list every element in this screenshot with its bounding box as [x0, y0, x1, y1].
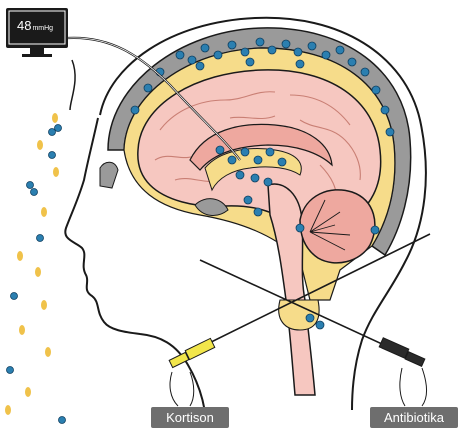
falling-particles: [5, 113, 66, 424]
pressure-readout: 48mmHg: [17, 18, 63, 33]
cerebellum: [300, 190, 375, 263]
monitor-cable: [70, 60, 75, 110]
pressure-unit: mmHg: [32, 25, 53, 32]
kortison-connector: [170, 372, 194, 406]
antibiotika-connector: [400, 368, 427, 406]
kortison-label: Kortison: [151, 407, 229, 428]
sinus: [100, 162, 118, 188]
antibiotika-label: Antibiotika: [370, 407, 458, 428]
pressure-value: 48: [17, 18, 31, 33]
